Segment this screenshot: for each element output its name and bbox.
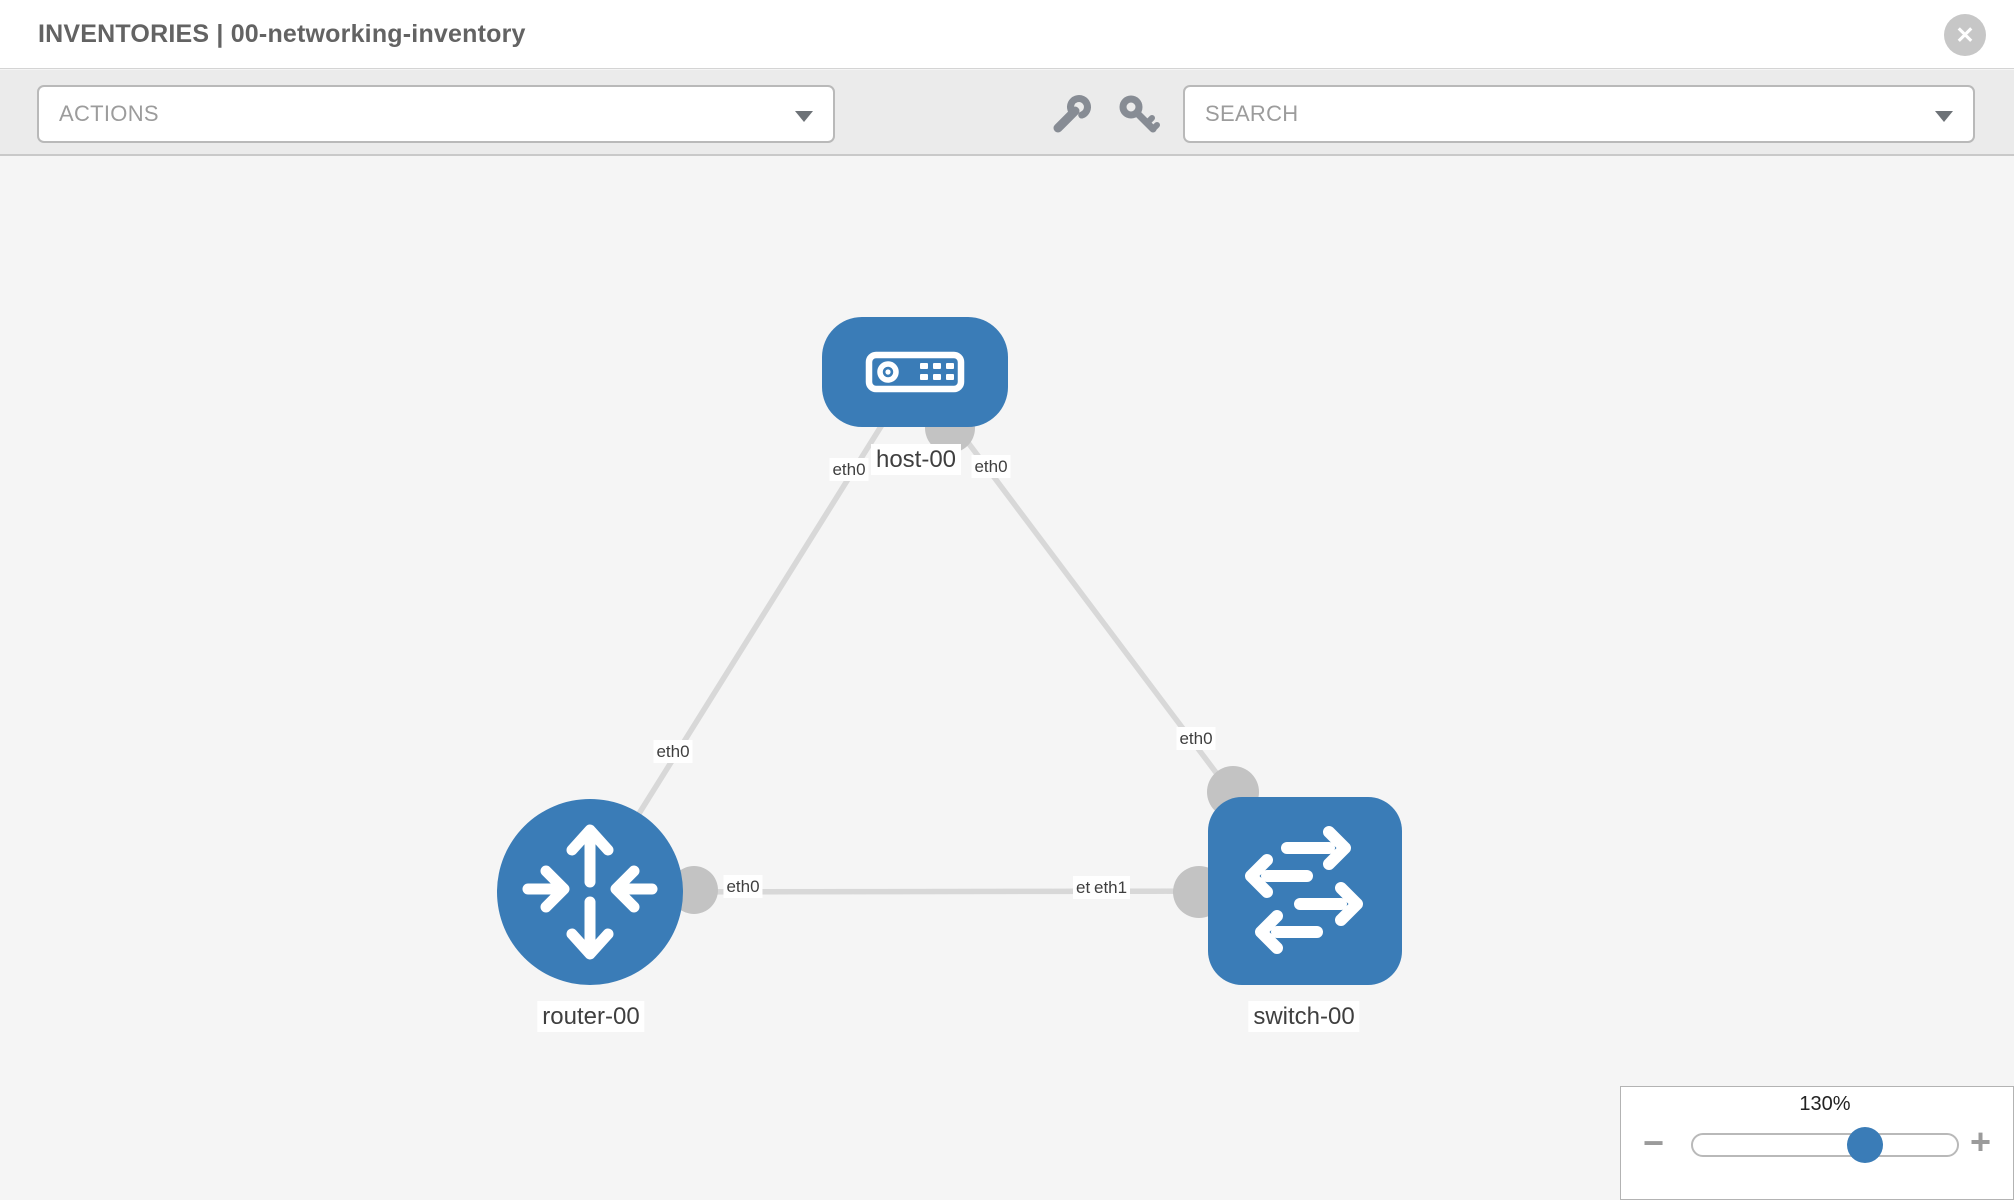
zoom-in-button[interactable]: + [1970,1121,1992,1162]
zoom-panel: 130% − + [1620,1086,2014,1200]
key-icon [1119,95,1160,133]
zoom-out-button[interactable]: − [1643,1122,1665,1163]
topology-canvas[interactable]: eth0 eth0 eth0 eth0 eth0 eth1 eth1 host-… [0,158,2014,1200]
node-host-00[interactable] [822,317,1008,427]
breadcrumb-header: INVENTORIES | 00-networking-inventory ✕ [0,0,2014,69]
switch-icon [1245,826,1363,954]
node-label-switch: switch-00 [1248,1001,1360,1032]
close-icon: ✕ [1955,22,1975,48]
zoom-slider-thumb[interactable] [1847,1127,1883,1163]
iface-label: eth0 [1176,727,1216,750]
zoom-slider[interactable] [1691,1127,1959,1163]
search-dropdown-label: SEARCH [1205,101,1299,126]
actions-dropdown[interactable]: ACTIONS [37,85,835,143]
iface-label: eth0 [653,740,693,763]
search-dropdown[interactable]: SEARCH [1183,85,1975,143]
node-router-00[interactable] [497,799,683,985]
toolbar: ACTIONS SEARCH [0,70,2014,156]
iface-label: eth0 [829,458,869,481]
router-icon [522,824,658,960]
iface-label: eth0 [723,875,763,898]
wrench-icon [1053,94,1091,133]
caret-down-icon [1935,111,1953,122]
zoom-value: 130% [1799,1093,1851,1115]
actions-dropdown-label: ACTIONS [59,101,159,126]
node-label-router: router-00 [537,1001,645,1032]
credentials-button[interactable] [1116,92,1162,138]
configure-button[interactable] [1048,92,1094,138]
iface-label: eth1 [1091,876,1131,899]
page-title: INVENTORIES | 00-networking-inventory [38,20,526,48]
iface-label: eth0 [971,455,1011,478]
host-icon [865,351,965,393]
close-button[interactable]: ✕ [1944,14,1986,56]
caret-down-icon [795,111,813,122]
node-switch-00[interactable] [1208,797,1402,985]
node-label-host: host-00 [870,444,962,475]
topology-svg [497,317,1402,985]
